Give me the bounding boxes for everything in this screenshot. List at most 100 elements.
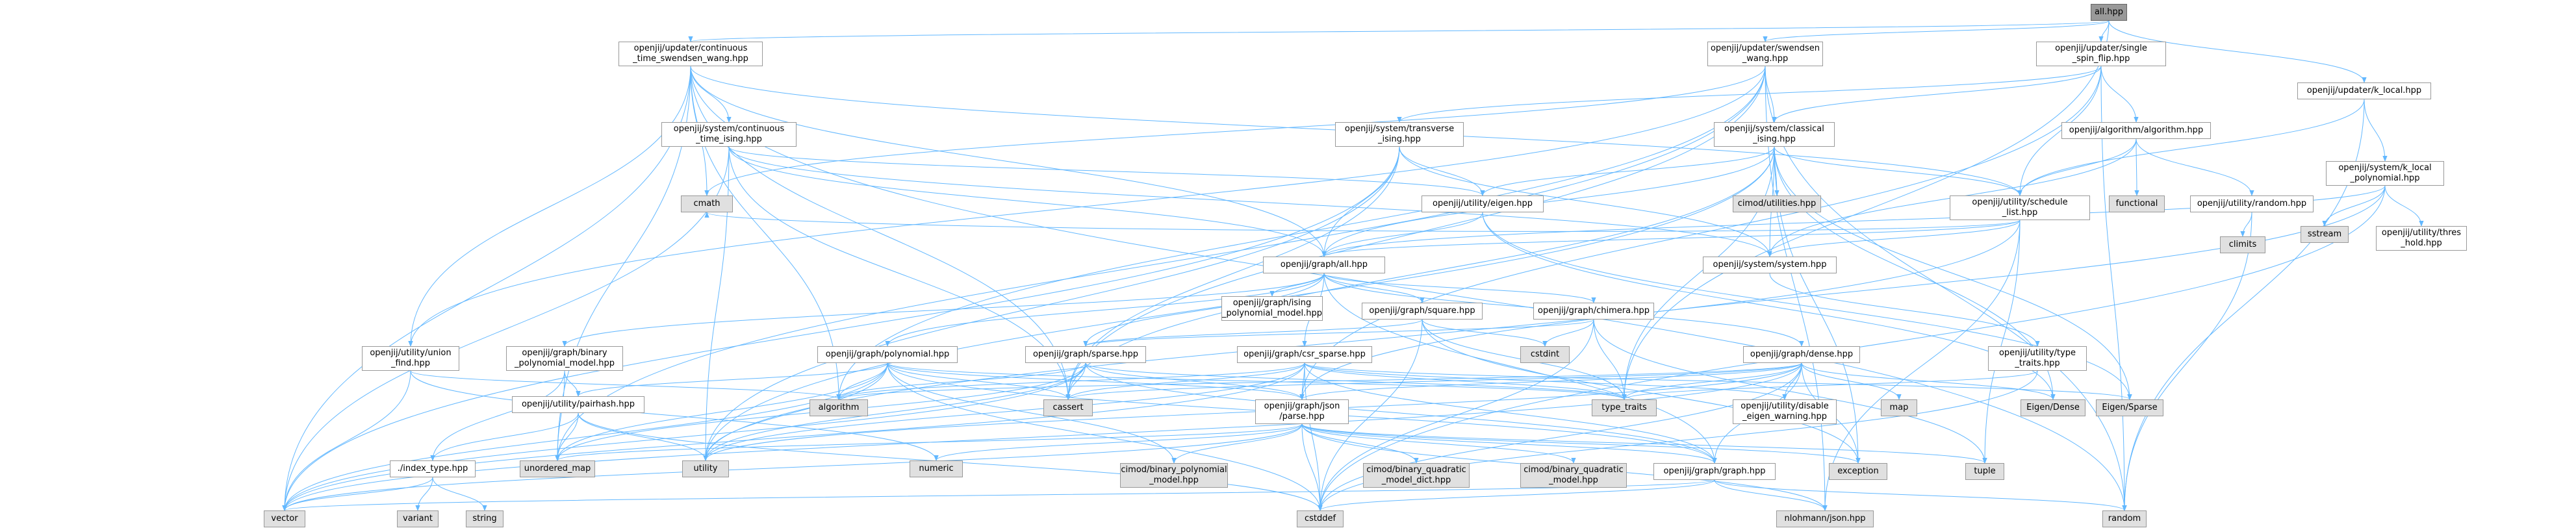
node-sw[interactable]: openjij/updater/swendsen _wang.hpp (1707, 42, 1823, 66)
edge-kloc-to-klocpoly (2364, 99, 2385, 161)
node-disable[interactable]: openjij/utility/disable _eigen_warning.h… (1733, 399, 1837, 424)
node-binpoly[interactable]: openjij/graph/binary _polynomial_model.h… (506, 346, 623, 371)
edge-chimera-to-cstdint (1545, 319, 1594, 347)
edge-cts-to-uf (411, 66, 691, 346)
edge-trans-to-graphall (1324, 146, 1400, 257)
edge-dense-to-vector (285, 362, 1802, 510)
node-system[interactable]: openjij/system/system.hpp (1703, 257, 1837, 273)
edge-csr-to-utility (706, 362, 1305, 460)
edge-cts-to-graphall (690, 66, 1324, 257)
edge-graphall-to-poly (887, 273, 1325, 346)
edge-poly-to-pairhash (578, 362, 888, 397)
edge-cts-to-random (690, 66, 2124, 510)
node-square[interactable]: openjij/graph/square.hpp (1362, 303, 1483, 320)
node-thres[interactable]: openjij/utility/thres _hold.hpp (2376, 226, 2467, 251)
edge-ssf-to-trans (1399, 66, 2102, 123)
edge-csr-to-type_traits (1304, 362, 1624, 400)
edge-csr-to-cstddef (1304, 362, 1320, 510)
edge-csr-to-algorithm (839, 362, 1305, 400)
edge-json-to-numeric (936, 423, 1303, 461)
edge-graphall-to-chimera (1323, 273, 1594, 303)
edge-graphall-to-binpoly (565, 273, 1325, 347)
node-uf[interactable]: openjij/utility/union _find.hpp (362, 346, 459, 371)
node-sstream: sstream (2301, 226, 2349, 243)
node-poly[interactable]: openjij/graph/polynomial.hpp (817, 346, 958, 363)
node-eigen[interactable]: openjij/utility/eigen.hpp (1422, 195, 1544, 212)
edge-all-to-kloc (2108, 20, 2364, 82)
edge-classical-to-type_traits (1624, 146, 1775, 399)
node-csr[interactable]: openjij/graph/csr_sparse.hpp (1237, 346, 1372, 363)
node-kloc[interactable]: openjij/updater/k_local.hpp (2297, 82, 2431, 99)
edge-sw-to-classical (1765, 66, 1774, 122)
edge-all-to-cts (691, 20, 2110, 42)
node-type_traits: type_traits (1592, 399, 1657, 416)
edge-uf-to-vector (285, 370, 411, 510)
edge-graphall-to-graph (1323, 273, 1715, 463)
node-graphall[interactable]: openjij/graph/all.hpp (1263, 257, 1385, 273)
edge-dense-to-json (1302, 362, 1802, 400)
edge-algo-to-random_hpp (2136, 138, 2252, 195)
node-typetraits_h[interactable]: openjij/utility/type _traits.hpp (1988, 346, 2087, 371)
edge-klocpoly-to-sstream (2325, 185, 2386, 227)
edge-trans-to-utility (706, 146, 1400, 460)
node-sparse[interactable]: openjij/graph/sparse.hpp (1025, 346, 1146, 363)
edge-json-to-cbqdict (1301, 423, 1416, 464)
edge-ctis-to-graphall (728, 146, 1324, 257)
node-eigensparse: Eigen/Sparse (2096, 399, 2163, 416)
node-klocpoly[interactable]: openjij/system/k_local _polynomial.hpp (2326, 161, 2444, 186)
edge-uf-to-algorithm (410, 370, 839, 400)
node-map: map (1881, 399, 1917, 416)
edge-all-to-sw (1765, 20, 2110, 42)
edge-schedule-to-system (1770, 220, 2021, 257)
edge-cts-to-vector (285, 66, 691, 510)
edge-sw-to-uf (411, 66, 1766, 346)
edge-poly-to-umap (557, 362, 888, 460)
edge-square-to-sparse (1086, 319, 1423, 347)
edge-sparse-to-type_traits (1085, 362, 1624, 400)
edge-all-to-type_traits (1624, 20, 2110, 399)
edge-json-to-graph (1301, 423, 1715, 464)
node-json[interactable]: openjij/graph/json /parse.hpp (1255, 399, 1349, 424)
node-cstddef: cstddef (1297, 510, 1344, 527)
node-ssf[interactable]: openjij/updater/single _spin_flip.hpp (2036, 42, 2166, 66)
edge-chimera-to-sparse (1086, 319, 1594, 347)
edge-cts-to-ctis (690, 66, 729, 122)
node-cbqm: cimod/binary_quadratic _model.hpp (1520, 463, 1627, 488)
edge-pairhash-to-indextype (433, 412, 579, 461)
edge-chimera-to-cstddef (1320, 319, 1594, 510)
edge-poly-to-cassert (887, 362, 1068, 400)
edge-json-to-cbqm (1301, 423, 1574, 464)
node-indextype[interactable]: ./index_type.hpp (390, 460, 476, 477)
edge-graphall-to-sparse (1086, 273, 1325, 346)
edge-ssf-to-classical (1774, 66, 2102, 123)
edge-graph-to-cstddef (1320, 479, 1715, 511)
node-schedule[interactable]: openjij/utility/schedule _list.hpp (1950, 195, 2090, 220)
edge-poly-to-cstddef (887, 362, 1320, 510)
node-all[interactable]: all.hpp (2091, 4, 2127, 21)
node-random_hpp[interactable]: openjij/utility/random.hpp (2190, 195, 2314, 212)
node-variant: variant (397, 510, 439, 527)
edge-dense-to-type_traits (1624, 362, 1802, 400)
edge-binpoly-to-indextype (433, 370, 565, 460)
node-ctis[interactable]: openjij/system/continuous _time_ising.hp… (661, 122, 797, 147)
edge-json-to-exception (1301, 423, 1858, 464)
node-cassert: cassert (1043, 399, 1093, 416)
node-umap: unordered_map (520, 460, 595, 477)
edge-ssf-to-algo (2100, 66, 2136, 122)
node-cbpm: cimod/binary_polynomial _model.hpp (1120, 463, 1228, 488)
edge-algo-to-schedule (2020, 138, 2137, 195)
edge-sw-to-cmath (707, 66, 1766, 195)
node-graph[interactable]: openjij/graph/graph.hpp (1653, 463, 1776, 480)
edge-graphall-to-square (1323, 273, 1422, 303)
node-classical[interactable]: openjij/system/classical _ising.hpp (1714, 122, 1835, 147)
node-trans[interactable]: openjij/system/transverse _ising.hpp (1335, 122, 1464, 147)
node-dense[interactable]: openjij/graph/dense.hpp (1743, 346, 1860, 363)
node-isingpoly[interactable]: openjij/graph/ising _polynomial_model.hp… (1221, 296, 1323, 321)
edge-poly-to-cbpm (887, 362, 1174, 463)
edge-algo-to-functional (2136, 138, 2137, 195)
node-cts[interactable]: openjij/updater/continuous _time_swendse… (618, 42, 763, 66)
node-algo[interactable]: openjij/algorithm/algorithm.hpp (2061, 122, 2211, 139)
node-pairhash[interactable]: openjij/utility/pairhash.hpp (512, 396, 644, 413)
node-chimera[interactable]: openjij/graph/chimera.hpp (1533, 303, 1654, 320)
